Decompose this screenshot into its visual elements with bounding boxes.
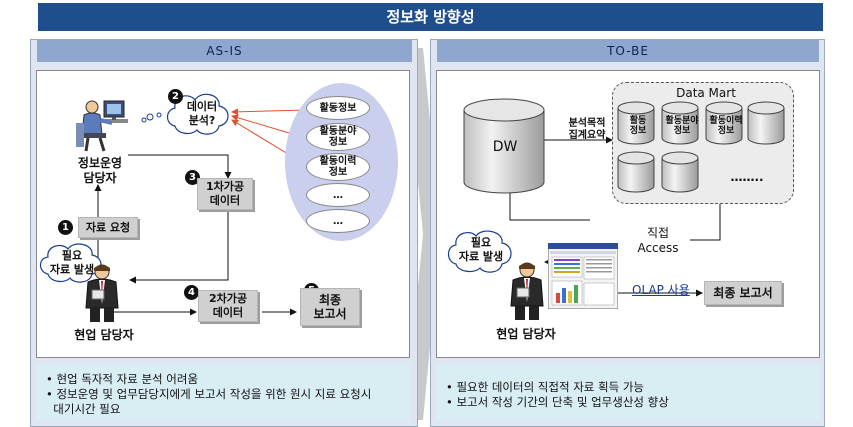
step-3-badge: 3: [185, 170, 200, 185]
dw-cylinder-icon: [463, 98, 545, 194]
step-1-badge: 1: [58, 220, 73, 235]
dm-activity-field-info: 활동분야 정보: [665, 116, 699, 136]
asis-notes: • 현업 독자적 자료 분석 어려움 • 정보운영 및 업무담당지에게 보고서 …: [36, 364, 410, 421]
asis-note-1: • 현업 독자적 자료 분석 어려움: [46, 372, 199, 386]
asis-header: AS-IS: [37, 40, 412, 62]
dm-activity-info: 활동 정보: [629, 116, 647, 136]
tobe-note-2: • 보고서 작성 기간의 단축 및 업무생산성 향상: [446, 395, 669, 409]
need-data-cloud-text: 필요 자료 발생: [49, 249, 95, 276]
direct-access-label: 직접 Access: [637, 226, 679, 255]
need-data-cloud: [39, 243, 102, 283]
dw-label: DW: [492, 139, 518, 155]
operator-at-computer-icon: [76, 100, 128, 152]
tobe-need-data-cloud: [447, 230, 512, 273]
field-staff-label: 현업 담당자: [74, 328, 134, 342]
step-4-badge: 4: [184, 285, 199, 300]
final-report-box: 최종 보고서: [300, 288, 360, 326]
tobe-final-report-box: 최종 보고서: [704, 281, 782, 305]
analysis-cloud-text: 데이터 분석?: [186, 100, 218, 127]
tobe-field-staff-icon: [510, 262, 544, 320]
page-title: 정보화 방향성: [38, 3, 823, 31]
tobe-need-data-cloud-text: 필요 자료 발생: [458, 236, 504, 263]
aggregate-summary-label: 분석목적 집계요약: [568, 118, 606, 141]
step-2-badge: 2: [168, 89, 183, 104]
oval-ellipsis-1: …: [306, 183, 370, 207]
tobe-notes: • 필요한 데이터의 직접적 자료 획득 가능 • 보고서 작성 기간의 단축 …: [436, 364, 820, 421]
olap-usage-label: OLAP 사용: [632, 283, 690, 297]
asis-note-2: • 정보운영 및 업무담당지에게 보고서 작성을 위한 원시 지료 요청시: [46, 387, 372, 401]
oval-activity-info: 활동정보: [306, 96, 370, 120]
request-data-box: 자료 요청: [78, 217, 138, 238]
data-mart-title: Data Mart: [676, 86, 736, 100]
tobe-note-1: • 필요한 데이터의 직접적 자료 획득 가능: [446, 380, 644, 394]
asis-note-3: 대기시간 필요: [46, 402, 121, 416]
operator-label: 정보운영 담당자: [77, 156, 123, 185]
dm-ellipsis: ……..: [730, 170, 764, 184]
data-mart-cylinders: [617, 101, 785, 193]
olap-screenshot-image: [548, 243, 618, 309]
oval-ellipsis-2: …: [306, 209, 370, 233]
first-processed-data-box: 1차가공 데이터: [197, 178, 253, 210]
dm-activity-history-info: 활동이력 정보: [709, 116, 743, 136]
oval-activity-field-info: 활동분야 정보: [306, 123, 370, 151]
oval-activity-history-info: 활동이력 정보: [306, 153, 370, 181]
tobe-header: TO-BE: [437, 40, 819, 62]
second-processed-data-box: 2차가공 데이터: [198, 290, 258, 322]
tobe-field-staff-label: 현업 담당자: [496, 327, 556, 341]
field-staff-icon: [85, 264, 119, 322]
analysis-thought-cloud: [166, 93, 229, 135]
